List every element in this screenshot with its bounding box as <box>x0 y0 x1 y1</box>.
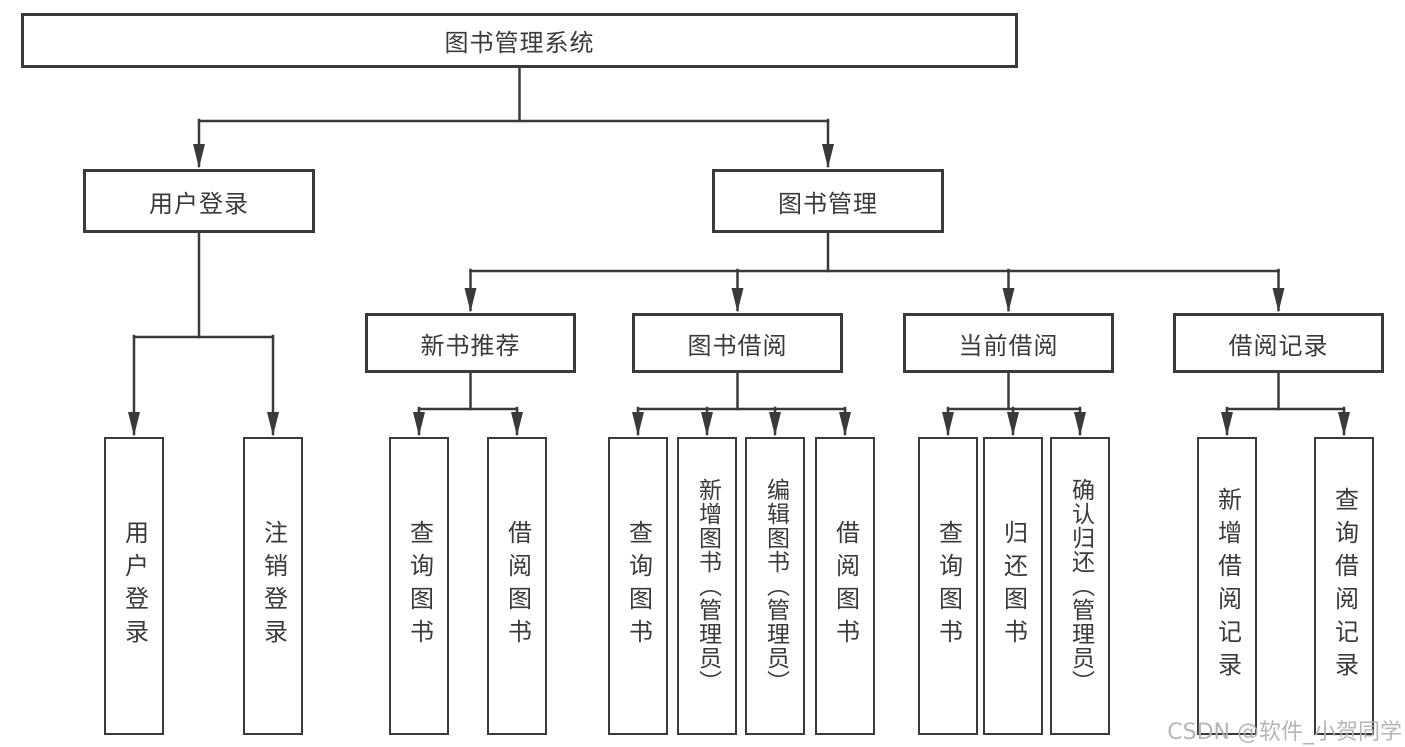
leaf-current-confirm-return-admin: 确认归还（管理员） <box>1050 437 1110 735</box>
leaf-current-confirm-return-admin-label: 确认归还（管理员） <box>1067 478 1094 694</box>
node-current-borrow: 当前借阅 <box>903 313 1114 373</box>
node-new-book-recommend-label: 新书推荐 <box>420 331 521 360</box>
leaf-user-login: 用户登录 <box>104 437 164 735</box>
leaf-recommend-borrow-books-label: 借阅图书 <box>503 520 532 652</box>
node-book-management: 图书管理 <box>712 169 944 233</box>
leaf-current-query-books-label: 查询图书 <box>934 520 963 652</box>
leaf-borrow-add-books-admin-label: 新增图书（管理员） <box>694 478 721 694</box>
node-user-login-label: 用户登录 <box>149 189 249 218</box>
leaf-logout-label: 注销登录 <box>259 520 288 652</box>
node-root: 图书管理系统 <box>21 13 1018 68</box>
csdn-watermark: CSDN @软件_小贺同学 <box>1167 720 1402 745</box>
node-user-login: 用户登录 <box>83 169 315 233</box>
leaf-current-return-books: 归还图书 <box>983 437 1043 735</box>
leaf-records-query-record: 查询借阅记录 <box>1314 437 1374 735</box>
leaf-records-add-record-label: 新增借阅记录 <box>1213 487 1242 685</box>
leaf-records-add-record: 新增借阅记录 <box>1197 437 1257 735</box>
node-root-label: 图书管理系统 <box>444 29 595 57</box>
leaf-borrow-borrow-books-label: 借阅图书 <box>831 520 860 652</box>
leaf-current-query-books: 查询图书 <box>918 437 978 735</box>
leaf-borrow-edit-books-admin: 编辑图书（管理员） <box>745 437 805 735</box>
node-borrow-records-label: 借阅记录 <box>1228 331 1329 360</box>
leaf-borrow-query-books-label: 查询图书 <box>624 520 653 652</box>
node-book-management-label: 图书管理 <box>778 189 878 218</box>
node-current-borrow-label: 当前借阅 <box>958 331 1059 360</box>
leaf-recommend-query-books-label: 查询图书 <box>405 520 434 652</box>
leaf-current-return-books-label: 归还图书 <box>999 520 1028 652</box>
leaf-borrow-edit-books-admin-label: 编辑图书（管理员） <box>762 478 789 694</box>
node-book-borrow: 图书借阅 <box>632 313 843 373</box>
leaf-borrow-query-books: 查询图书 <box>608 437 668 735</box>
leaf-borrow-add-books-admin: 新增图书（管理员） <box>677 437 737 735</box>
node-book-borrow-label: 图书借阅 <box>687 331 788 360</box>
leaf-recommend-borrow-books: 借阅图书 <box>487 437 547 735</box>
leaf-user-login-label: 用户登录 <box>120 520 149 652</box>
leaf-borrow-borrow-books: 借阅图书 <box>815 437 875 735</box>
leaf-records-query-record-label: 查询借阅记录 <box>1330 487 1359 685</box>
node-new-book-recommend: 新书推荐 <box>365 313 576 373</box>
node-borrow-records: 借阅记录 <box>1173 313 1384 373</box>
leaf-logout: 注销登录 <box>243 437 303 735</box>
leaf-recommend-query-books: 查询图书 <box>389 437 449 735</box>
